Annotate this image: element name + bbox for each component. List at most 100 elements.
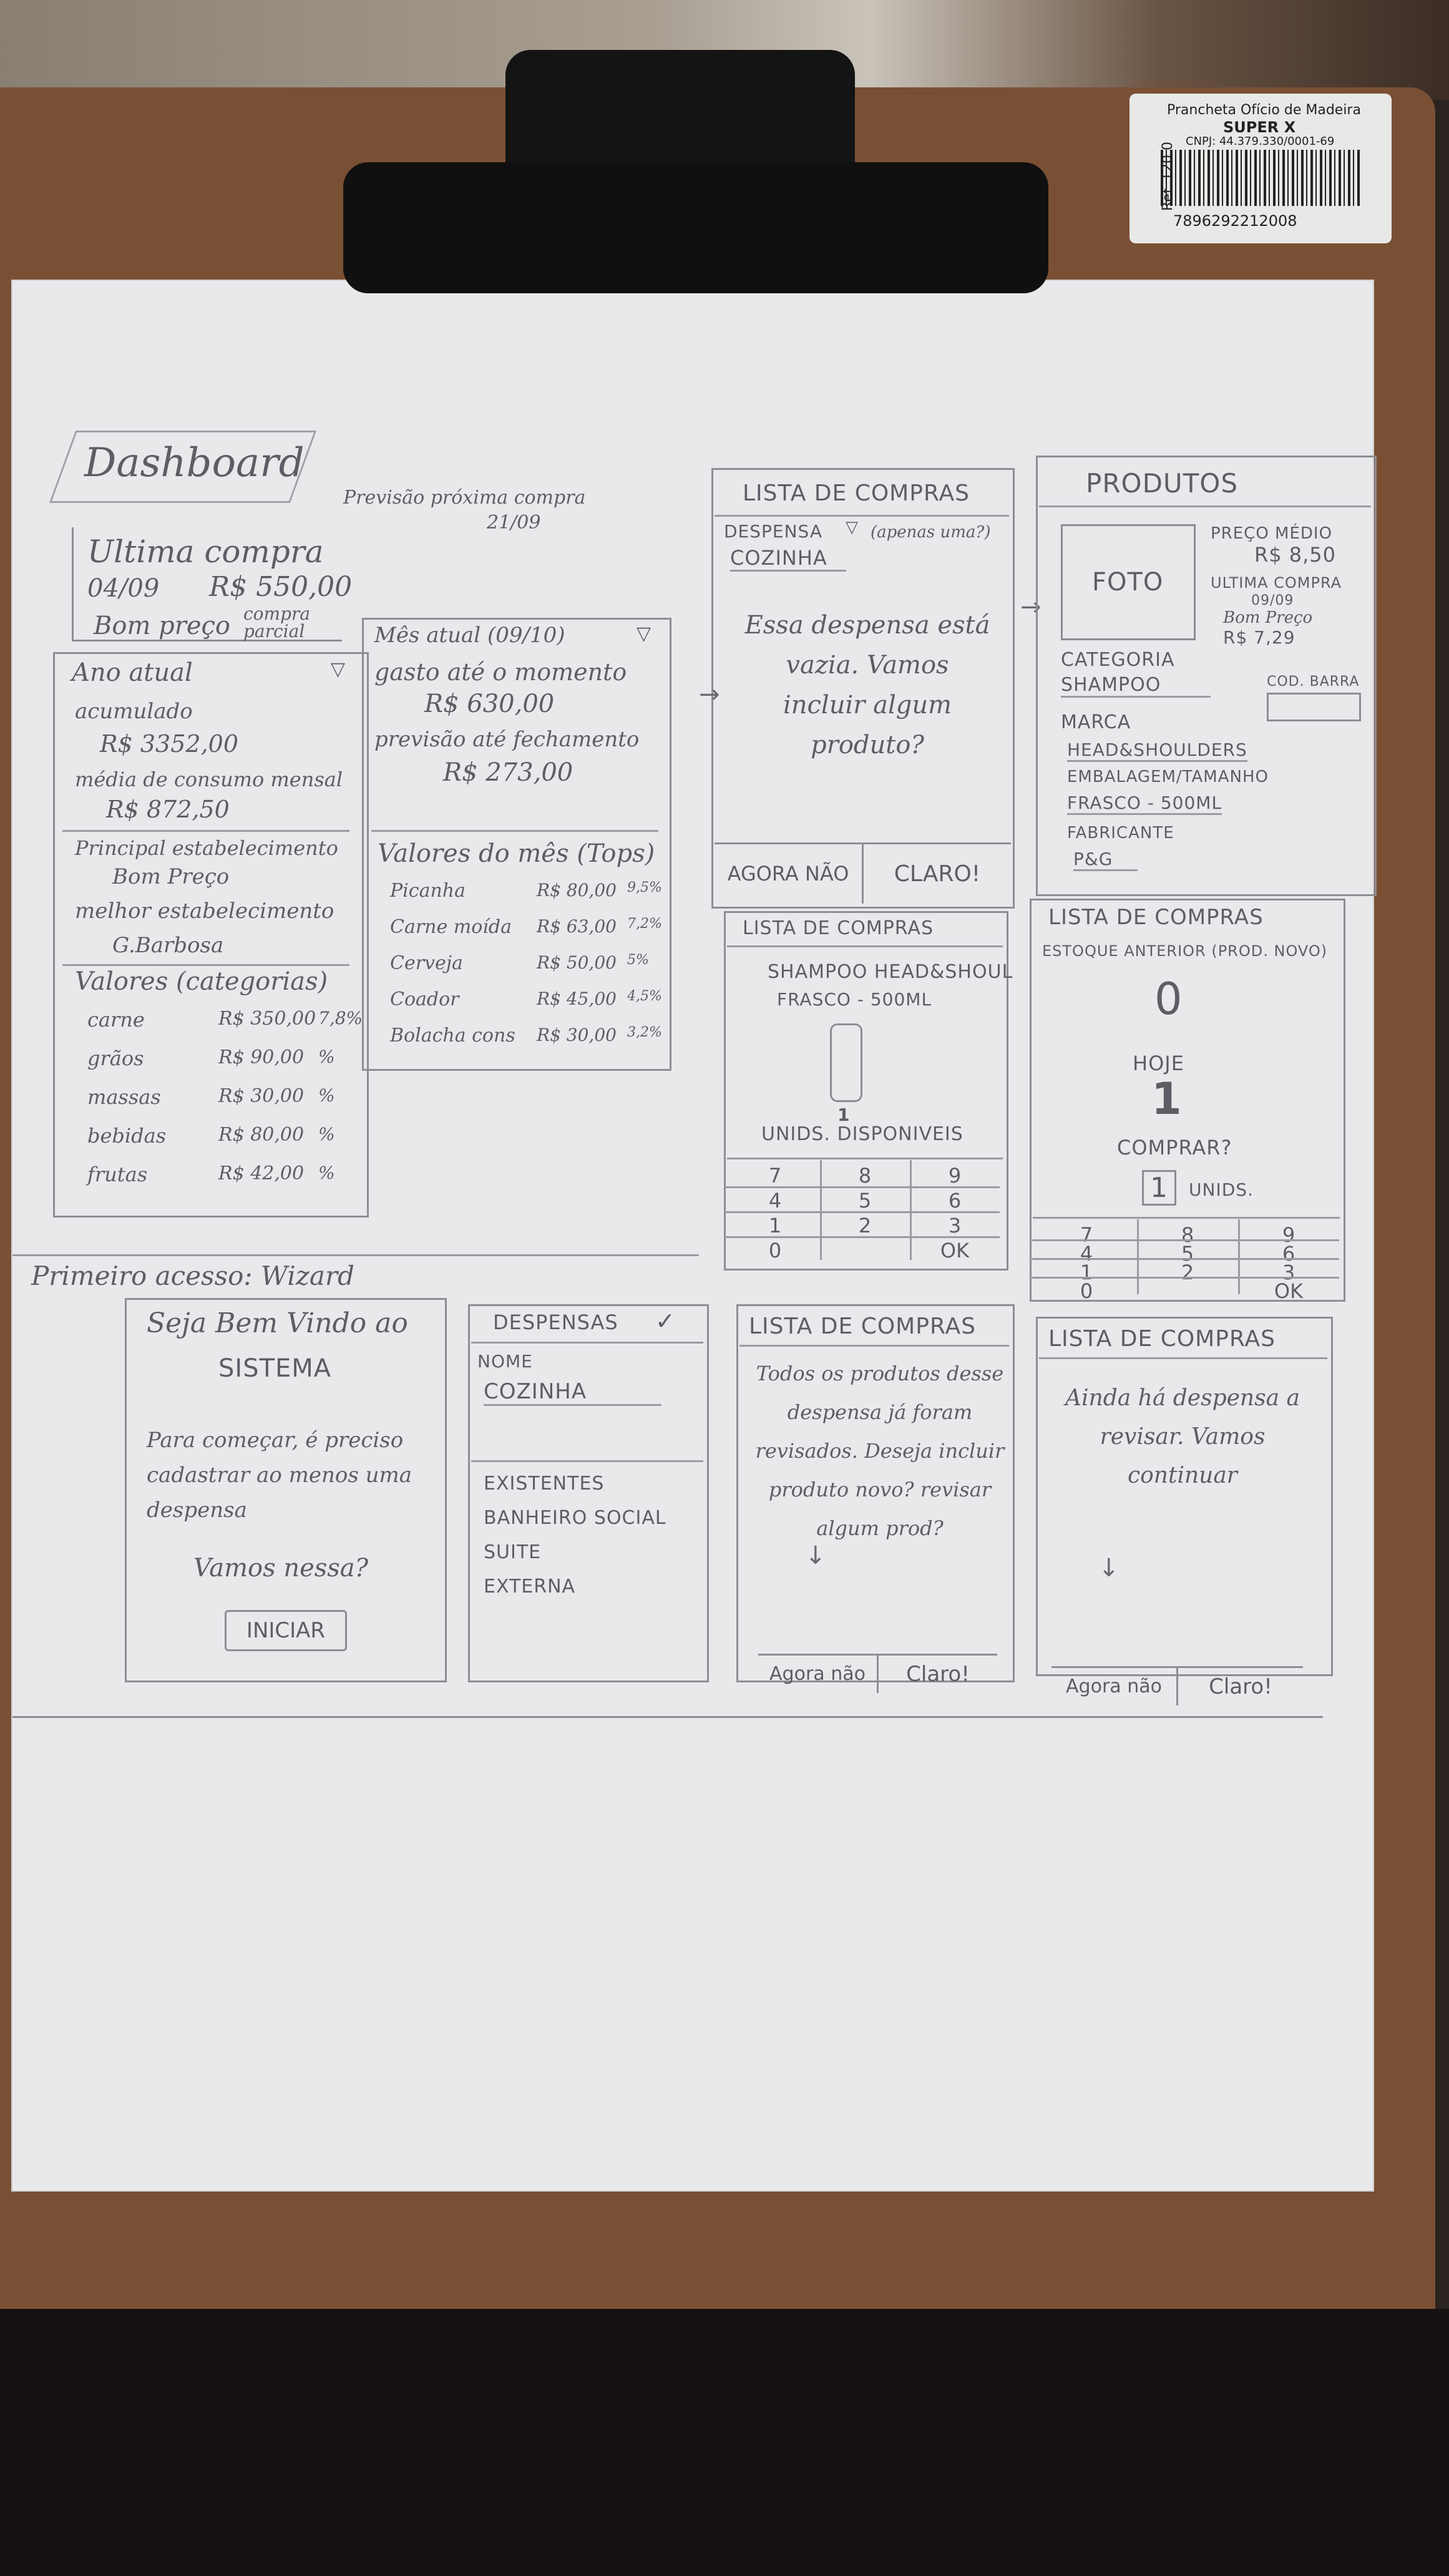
category-pct: % <box>318 1046 335 1067</box>
list5-yes-button[interactable]: Claro! <box>1176 1666 1303 1705</box>
keypad-col-line <box>1238 1219 1240 1294</box>
welcome-body: Para começar, é preciso cadastrar ao men… <box>147 1428 412 1523</box>
top-item-pct: 9,5% <box>627 880 662 895</box>
category-value: R$ 90,00 <box>218 1046 305 1068</box>
brand-input[interactable]: HEAD&SHOULDERS <box>1067 739 1247 762</box>
keypad-key[interactable]: 9 <box>948 1164 962 1188</box>
next-purchase-date: 21/09 <box>487 512 541 534</box>
down-arrow-icon: ↓ <box>1098 1554 1120 1583</box>
list5-no-button[interactable]: Agora não <box>1051 1666 1178 1705</box>
year-dropdown-icon[interactable]: ▽ <box>331 658 346 680</box>
keypad-key[interactable]: 8 <box>858 1164 872 1188</box>
tops-title: Valores do mês (Tops) <box>378 839 655 868</box>
product-photo[interactable] <box>1061 524 1196 640</box>
package-label: EMBALAGEM/TAMANHO <box>1067 768 1269 786</box>
keypad-key[interactable]: 6 <box>948 1189 962 1212</box>
list3-prev-stock-label: ESTOQUE ANTERIOR (PROD. NOVO) <box>1042 942 1328 960</box>
top-item-name: Coador <box>390 988 459 1010</box>
list1-pantry-dropdown-icon[interactable]: ▽ <box>846 518 859 537</box>
welcome-line1: Seja Bem Vindo ao <box>147 1307 408 1339</box>
list1-pantry-select[interactable]: COZINHA <box>730 546 846 572</box>
keypad-key[interactable]: 0 <box>768 1239 782 1262</box>
list2-product: SHAMPOO HEAD&SHOUL <box>768 961 1013 983</box>
keypad-key[interactable]: 3 <box>948 1214 962 1237</box>
list5-screen <box>1036 1317 1333 1676</box>
keypad-key[interactable]: OK <box>940 1239 970 1262</box>
dashboard-title: Dashboard <box>84 440 305 486</box>
confirm-check-icon[interactable]: ✓ <box>655 1307 676 1335</box>
best-store-label: melhor estabelecimento <box>75 899 334 924</box>
name-input[interactable]: COZINHA <box>484 1379 662 1406</box>
list4-screen <box>736 1304 1015 1682</box>
maker-input[interactable]: P&G <box>1073 849 1138 871</box>
top-item-value: R$ 30,00 <box>537 1025 617 1045</box>
divider <box>62 830 349 832</box>
keypad-key[interactable]: 1 <box>768 1214 782 1237</box>
list3-today-label: HOJE <box>1133 1051 1184 1075</box>
list1-yes-button[interactable]: CLARO! <box>862 842 1011 904</box>
keypad-key[interactable]: 0 <box>1080 1279 1093 1303</box>
list1-screen <box>711 468 1015 909</box>
list3-screen <box>1030 899 1345 1302</box>
list4-no-button[interactable]: Agora não <box>758 1654 879 1693</box>
divider <box>62 964 349 966</box>
list2-title: LISTA DE COMPRAS <box>743 917 934 939</box>
divider <box>471 1460 703 1462</box>
list1-no-button[interactable]: AGORA NÃO <box>715 842 864 904</box>
product-last-purchase-store: Bom Preço <box>1223 608 1313 627</box>
categories-title: Valores (categorias) <box>75 967 328 996</box>
existing-pantry-item[interactable]: SUITE <box>484 1541 542 1563</box>
year-accumulated-label: acumulado <box>75 699 193 724</box>
list4-title: LISTA DE COMPRAS <box>749 1314 976 1339</box>
list4-yes-button[interactable]: Claro! <box>877 1654 997 1693</box>
category-name: frutas <box>87 1163 148 1186</box>
list2-package: FRASCO - 500ML <box>777 989 932 1010</box>
category-value: R$ 42,00 <box>218 1163 305 1184</box>
divider <box>1039 505 1371 507</box>
best-store: G.Barbosa <box>112 933 224 958</box>
list2-screen <box>724 911 1008 1271</box>
main-store-label: Principal estabelecimento <box>75 836 338 860</box>
keypad-key[interactable]: OK <box>1274 1279 1304 1303</box>
year-accumulated: R$ 3352,00 <box>100 730 239 758</box>
barcode-model: SUPER X <box>1223 119 1296 136</box>
keypad-key[interactable]: 2 <box>1181 1261 1194 1284</box>
keypad-row-line <box>724 1186 1000 1188</box>
start-button[interactable]: INICIAR <box>225 1610 347 1651</box>
keypad-key[interactable]: 4 <box>768 1189 782 1212</box>
top-item-name: Carne moída <box>390 916 512 938</box>
keypad-key[interactable]: 7 <box>768 1164 782 1188</box>
year-card[interactable] <box>53 652 369 1217</box>
category-select[interactable]: SHAMPOO <box>1061 674 1211 698</box>
bottle-icon <box>830 1023 862 1102</box>
existing-pantry-item[interactable]: BANHEIRO SOCIAL <box>484 1507 666 1529</box>
avg-price: R$ 8,50 <box>1254 543 1337 567</box>
month-card[interactable] <box>362 618 671 1071</box>
month-forecast-label: previsão até fechamento <box>374 727 640 752</box>
wizard-section-label: Primeiro acesso: Wizard <box>31 1261 354 1291</box>
keypad-col-line <box>910 1160 912 1260</box>
last-purchase-status: compra parcial <box>243 603 311 642</box>
products-screen <box>1036 456 1377 896</box>
month-dropdown-icon[interactable]: ▽ <box>637 623 652 645</box>
keypad-key[interactable]: 2 <box>858 1214 872 1237</box>
top-item-value: R$ 63,00 <box>537 916 617 937</box>
list1-title: LISTA DE COMPRAS <box>743 481 970 506</box>
barcode-label: COD. BARRA <box>1267 674 1360 690</box>
barcode-scan-button[interactable] <box>1267 693 1361 721</box>
list5-title: LISTA DE COMPRAS <box>1048 1326 1276 1352</box>
top-item-pct: 7,2% <box>627 916 662 932</box>
package-input[interactable]: FRASCO - 500ML <box>1067 793 1222 815</box>
list3-buy-input[interactable]: 1 <box>1142 1170 1176 1206</box>
down-arrow-icon: ↓ <box>805 1541 826 1570</box>
welcome-line2: SISTEMA <box>218 1354 332 1383</box>
background-bottom <box>0 2309 1449 2576</box>
category-pct: 7,8% <box>318 1008 363 1028</box>
existing-pantry-item[interactable]: EXTERNA <box>484 1576 576 1598</box>
welcome-screen <box>125 1298 447 1682</box>
category-pct: % <box>318 1124 335 1144</box>
category-pct: % <box>318 1085 335 1106</box>
barcode-cnpj: CNPJ: 44.379.330/0001-69 <box>1186 135 1335 148</box>
list1-pantry-note: (apenas uma?) <box>871 523 991 542</box>
keypad-key[interactable]: 5 <box>858 1189 872 1212</box>
